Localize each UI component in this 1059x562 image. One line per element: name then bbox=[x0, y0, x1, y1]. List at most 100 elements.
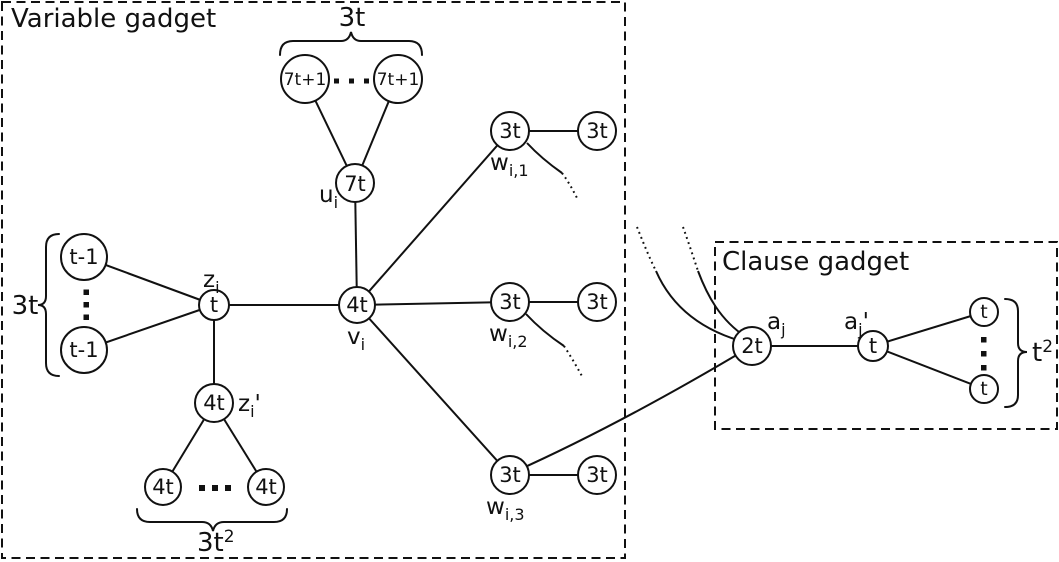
node-w1-partner: 3t bbox=[577, 111, 617, 151]
variable-gadget-title: Variable gadget bbox=[11, 4, 216, 34]
bottom-brace-label: 3t2 bbox=[197, 527, 235, 558]
w1-outgoing-curve-dotted bbox=[561, 172, 579, 201]
label-z-i-prime: zi' bbox=[238, 391, 261, 421]
edge-aprime-leaf-bottom bbox=[872, 345, 985, 390]
edge-u-v bbox=[354, 182, 358, 306]
left-brace-label: 3t bbox=[12, 291, 39, 321]
edge-aprime-leaf-top bbox=[872, 311, 985, 347]
bottom-brace-label-sup: 2 bbox=[224, 527, 235, 547]
w2-outgoing-curve-dotted bbox=[563, 345, 584, 379]
label-a-j: aj bbox=[767, 309, 786, 339]
ellipsis-horizontal-icon bbox=[334, 78, 369, 84]
top-brace bbox=[279, 31, 423, 56]
label-base: u bbox=[319, 182, 334, 208]
node-w2-partner: 3t bbox=[577, 282, 617, 322]
label-prime: ' bbox=[255, 391, 261, 417]
node-w1: 3t bbox=[490, 111, 530, 151]
node-value: t-1 bbox=[69, 338, 98, 362]
node-w3-partner: 3t bbox=[577, 455, 617, 495]
node-value: 4t bbox=[255, 475, 277, 499]
node-value: t-1 bbox=[69, 245, 98, 269]
ellipsis-vertical-icon bbox=[981, 337, 987, 371]
label-w-i2: wi,2 bbox=[489, 321, 528, 351]
node-value: 3t bbox=[499, 119, 521, 143]
label-w-i1: wi,1 bbox=[490, 150, 529, 180]
node-value: 7t+1 bbox=[377, 70, 420, 90]
node-value: 4t bbox=[203, 391, 225, 415]
label-sub: i,1 bbox=[509, 161, 529, 180]
clause-brace bbox=[1004, 298, 1028, 408]
label-base: a bbox=[844, 309, 858, 335]
edge-v-w1 bbox=[356, 130, 511, 306]
label-base: v bbox=[347, 324, 361, 350]
node-value: t bbox=[980, 378, 987, 400]
w3-to-clause-curve bbox=[513, 346, 751, 473]
clause-gadget-title: Clause gadget bbox=[722, 247, 909, 277]
node-value: 7t+1 bbox=[284, 70, 327, 90]
clause-brace-label-base: t bbox=[1032, 338, 1042, 368]
node-left-leaf-top: t-1 bbox=[60, 233, 108, 281]
node-clause-leaf-bottom: t bbox=[969, 374, 999, 404]
label-prime: ' bbox=[863, 309, 869, 335]
ellipsis-horizontal-icon bbox=[199, 485, 231, 491]
label-u-i: ui bbox=[319, 182, 338, 212]
node-zprime-hub: 4t bbox=[194, 383, 234, 423]
clause-brace-label: t2 bbox=[1032, 337, 1053, 368]
node-v-center: 4t bbox=[338, 286, 376, 324]
left-brace bbox=[37, 233, 60, 377]
node-clause-leaf-top: t bbox=[969, 297, 999, 327]
node-value: t bbox=[980, 301, 987, 323]
incoming-curve-1-solid bbox=[655, 270, 749, 344]
node-value: t bbox=[869, 334, 877, 358]
node-value: t bbox=[210, 293, 218, 317]
incoming-curve-2-dotted bbox=[682, 226, 699, 272]
variable-gadget-box bbox=[1, 1, 626, 559]
edge-v-w2 bbox=[356, 301, 511, 306]
node-value: 3t bbox=[499, 290, 521, 314]
node-value: 3t bbox=[586, 119, 608, 143]
w2-outgoing-curve-solid bbox=[525, 313, 565, 347]
node-top-leaf-right: 7t+1 bbox=[373, 54, 423, 104]
node-aprime: t bbox=[857, 330, 889, 362]
label-sub: i bbox=[334, 193, 338, 212]
label-v-i: vi bbox=[347, 324, 365, 354]
node-value: 3t bbox=[586, 290, 608, 314]
incoming-curve-1-dotted bbox=[636, 226, 657, 272]
w1-outgoing-curve-solid bbox=[526, 142, 563, 174]
label-a-j-prime: aj' bbox=[844, 309, 869, 339]
label-sub: i bbox=[250, 402, 254, 421]
node-value: 4t bbox=[152, 475, 174, 499]
clause-gadget-box bbox=[714, 241, 1058, 430]
node-top-leaf-left: 7t+1 bbox=[280, 54, 330, 104]
label-sub: i bbox=[215, 278, 219, 297]
label-base: w bbox=[489, 321, 508, 347]
node-value: 2t bbox=[741, 334, 763, 358]
bottom-brace-label-base: 3t bbox=[197, 528, 224, 558]
node-w2: 3t bbox=[490, 282, 530, 322]
label-sub: i,3 bbox=[505, 505, 525, 524]
label-sub: j bbox=[857, 320, 862, 339]
clause-brace-label-sup: 2 bbox=[1042, 337, 1053, 357]
node-w3: 3t bbox=[490, 455, 530, 495]
label-base: z bbox=[203, 267, 215, 293]
node-u-hub: 7t bbox=[335, 163, 375, 203]
label-w-i3: wi,3 bbox=[486, 494, 525, 524]
label-base: w bbox=[486, 494, 505, 520]
ellipsis-vertical-icon bbox=[83, 289, 89, 320]
top-brace-label: 3t bbox=[339, 3, 366, 33]
node-bottom-leaf-left: 4t bbox=[144, 468, 182, 506]
node-left-leaf-bottom: t-1 bbox=[60, 326, 108, 374]
bottom-brace bbox=[136, 508, 288, 532]
label-sub: i bbox=[361, 335, 365, 354]
node-value: 3t bbox=[499, 463, 521, 487]
node-z-hub: t bbox=[198, 289, 230, 321]
label-base: w bbox=[490, 150, 509, 176]
node-value: 7t bbox=[344, 172, 366, 196]
node-value: 4t bbox=[346, 293, 368, 317]
edge-v-w3 bbox=[356, 304, 511, 476]
label-base: a bbox=[767, 309, 781, 335]
label-base: z bbox=[238, 391, 250, 417]
node-bottom-leaf-right: 4t bbox=[247, 468, 285, 506]
